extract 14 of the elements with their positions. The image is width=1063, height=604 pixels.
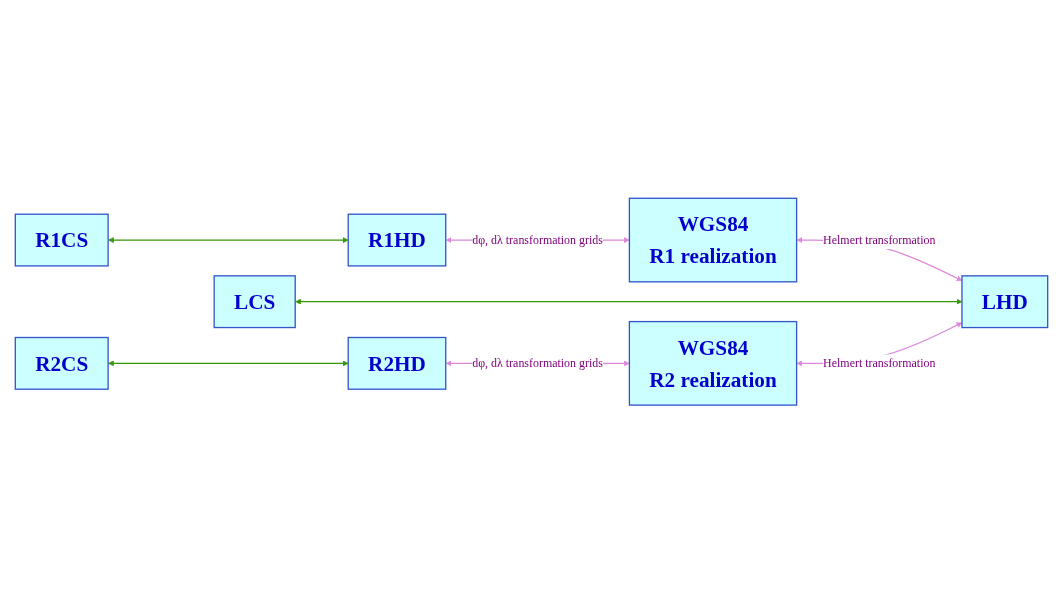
edge-label: Helmert transformation (823, 233, 936, 247)
node-box: LCS (213, 275, 296, 329)
node-box: R1CS (14, 213, 109, 267)
node-box: WGS84 R1 realization (628, 197, 798, 283)
edge-label: Helmert transformation (823, 356, 936, 370)
node-box: LHD (961, 275, 1049, 329)
edge-label: dφ, dλ transformation grids (472, 233, 603, 247)
node-box: R1HD (347, 213, 447, 267)
node-box: WGS84 R2 realization (628, 321, 798, 407)
arrow (108, 237, 349, 244)
arrow (108, 360, 349, 367)
node-box: R2HD (347, 337, 447, 391)
node-box: R2CS (14, 337, 109, 391)
edge-label: dφ, dλ transformation grids (472, 356, 603, 370)
